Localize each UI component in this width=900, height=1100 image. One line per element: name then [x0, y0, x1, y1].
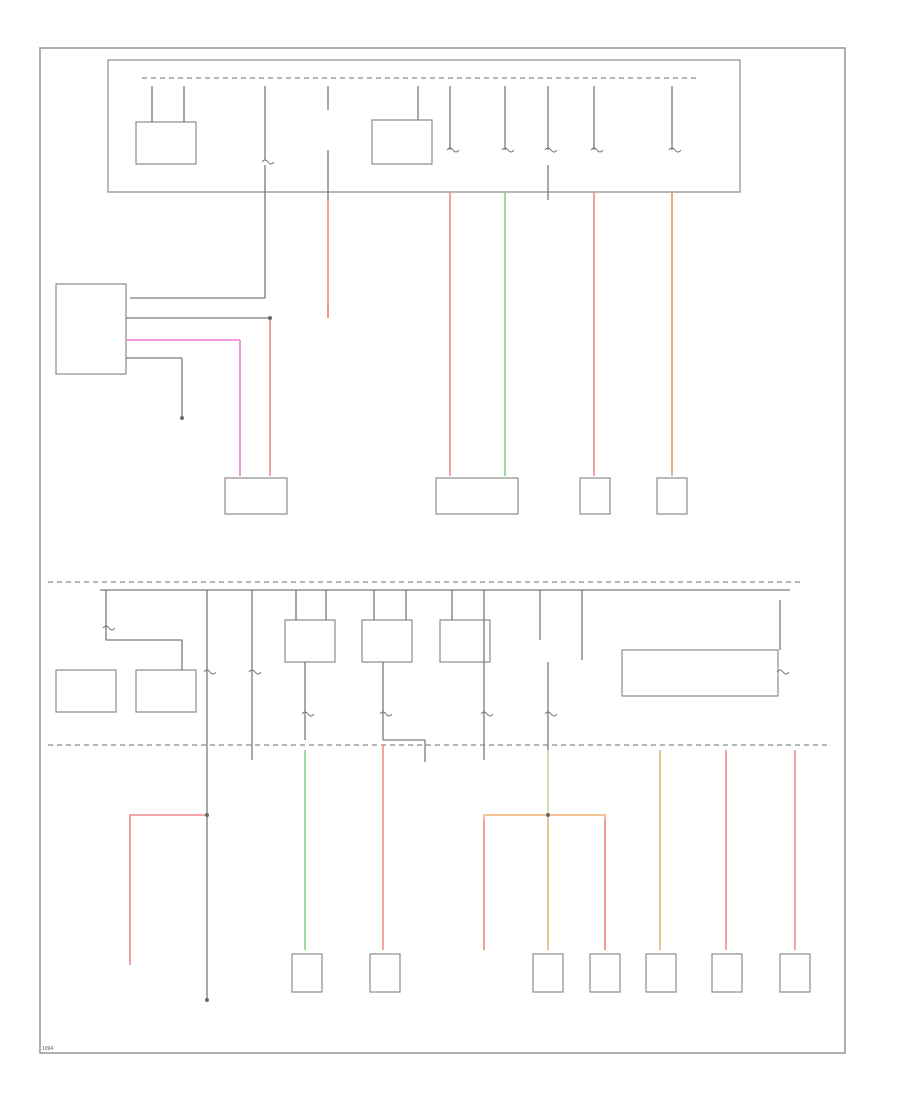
- relay-b1: [55, 669, 117, 713]
- fuse-b-7: [544, 711, 558, 717]
- fuse-b-2: [203, 669, 217, 675]
- module-b3: [532, 953, 564, 993]
- fuse-b-6: [480, 711, 494, 717]
- fuse-b-3: [248, 669, 262, 675]
- ground-dot-2: [205, 998, 209, 1002]
- module-far-right: [656, 477, 688, 515]
- module-b1: [291, 953, 323, 993]
- fuse-b-4: [301, 711, 315, 717]
- module-b4: [589, 953, 621, 993]
- module-b-right: [621, 649, 779, 697]
- page-code: 1094: [42, 1046, 53, 1052]
- relay-b4: [361, 619, 413, 663]
- top-fuse-box: [107, 59, 741, 193]
- fuse-b-1: [102, 625, 116, 631]
- module-center: [435, 477, 519, 515]
- fuse-top-3: [501, 147, 515, 153]
- ignition-switch: [55, 283, 127, 375]
- relay-b2: [135, 669, 197, 713]
- fuse-top-5: [590, 147, 604, 153]
- fuse-top-2: [446, 147, 460, 153]
- module-left: [224, 477, 288, 515]
- relay-b3: [284, 619, 336, 663]
- relay-b5: [439, 619, 491, 663]
- wire-red-left-loop: [129, 814, 207, 965]
- fuse-b-8: [776, 669, 790, 675]
- module-b7: [779, 953, 811, 993]
- fuse-top-1: [261, 159, 275, 165]
- ground-dot-1: [180, 416, 184, 420]
- diagram-border: [39, 47, 846, 1054]
- splice-dot-1: [268, 316, 272, 320]
- module-b2: [369, 953, 401, 993]
- relay-left: [135, 121, 197, 165]
- wire-orange-split: [483, 814, 606, 950]
- splice-dot-3: [205, 813, 209, 817]
- module-b5: [645, 953, 677, 993]
- module-right: [579, 477, 611, 515]
- splice-dot-2: [546, 813, 550, 817]
- fuse-top-6: [668, 147, 682, 153]
- fuse-top-4: [544, 147, 558, 153]
- module-b6: [711, 953, 743, 993]
- fuse-b-5: [379, 711, 393, 717]
- relay-center: [371, 119, 433, 165]
